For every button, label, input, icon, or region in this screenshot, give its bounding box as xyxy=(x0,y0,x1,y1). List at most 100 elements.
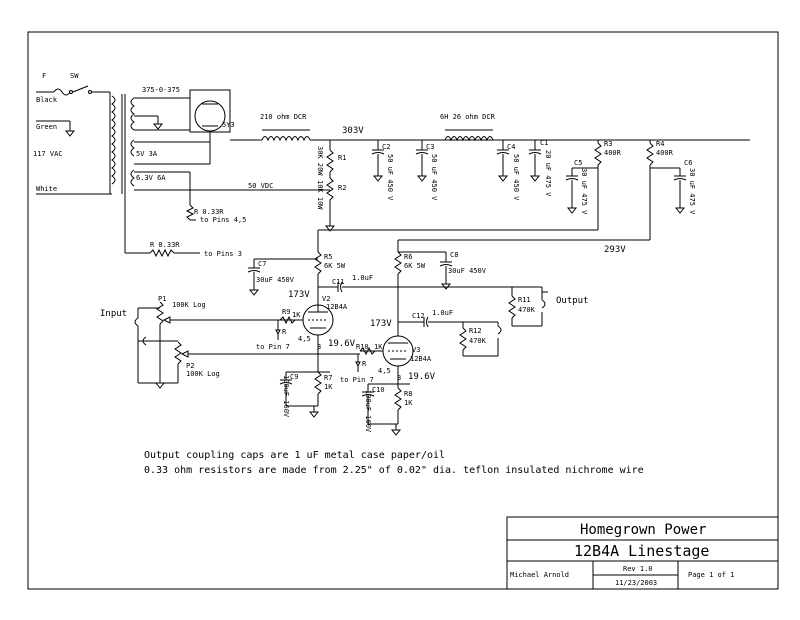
v3-type: 12B4A xyxy=(410,355,432,363)
choke-2 xyxy=(444,136,494,142)
p2-value: 100K Log xyxy=(186,370,220,378)
c3-value: 50 uF 450 V xyxy=(430,154,438,201)
heater-resistor-2 xyxy=(149,248,175,258)
v3-ref: V3 xyxy=(412,346,420,354)
title-name: 12B4A Linestage xyxy=(574,542,709,560)
resistor-r5 xyxy=(314,251,322,275)
resistor-r7 xyxy=(314,371,322,395)
resistor-r12 xyxy=(459,327,467,351)
output-label: Output xyxy=(556,296,589,306)
v2-glyph-r: R xyxy=(282,328,287,336)
power-transformer xyxy=(109,92,135,194)
v2-plate-voltage: 173V xyxy=(288,290,310,300)
resistor-r6 xyxy=(394,251,402,275)
heater-ref-voltage: 50 VDC xyxy=(248,182,273,190)
b-reg-voltage: 293V xyxy=(604,245,626,255)
heater-winding-label: 6.3V 6A xyxy=(136,174,166,182)
heater-res1-value: R 0.33R xyxy=(194,208,224,216)
note-nichrome: 0.33 ohm resistors are made from 2.25" o… xyxy=(144,465,644,476)
r9-value: 1K xyxy=(292,311,301,319)
c9-value: 100uF 160V xyxy=(282,375,290,418)
resistor-r4 xyxy=(646,142,654,166)
c4-value: 50 uF 450 V xyxy=(512,154,520,201)
pot-p2 xyxy=(174,341,182,365)
v3-glyph-r: R xyxy=(362,360,367,368)
cap-c8 xyxy=(439,252,453,290)
choke1-label: 210 ohm DCR xyxy=(260,113,307,121)
pot-p1 xyxy=(156,301,164,325)
output-jack xyxy=(541,287,548,326)
r8-value: 1K xyxy=(404,399,413,407)
rectifier-tube xyxy=(189,89,231,164)
rectifier-label: 5Y3 xyxy=(222,121,235,129)
r1-value: 30K 20W xyxy=(316,146,324,176)
r12-ref: R12 xyxy=(469,327,482,335)
cap-c12 xyxy=(423,316,429,328)
r10-ref: R10 xyxy=(356,343,369,351)
v2-type: 12B4A xyxy=(326,303,348,311)
tube-v3 xyxy=(382,335,414,367)
r6-ref: R6 xyxy=(404,253,412,261)
cap-c9 xyxy=(279,371,330,406)
choke-1 xyxy=(261,136,311,142)
c5-ref: C5 xyxy=(574,159,582,167)
resistor-r1 xyxy=(326,149,334,173)
resistor-r2 xyxy=(326,177,334,201)
c10-ref: C10 xyxy=(372,386,385,394)
c11-ref: C11 xyxy=(332,278,345,286)
c3-ref: C3 xyxy=(426,143,434,151)
cap-c6 xyxy=(673,168,687,214)
resistor-r3 xyxy=(594,142,602,166)
c7-value: 30uF 450V xyxy=(256,276,295,284)
cap-c2 xyxy=(371,140,385,182)
fuse-label: F xyxy=(42,72,46,80)
r4-value: 400R xyxy=(656,149,674,157)
r8-ref: R8 xyxy=(404,390,412,398)
title-rev: Rev 1.0 xyxy=(623,565,653,573)
r10-value: 1K xyxy=(374,343,383,351)
r5-ref: R5 xyxy=(324,253,332,261)
title-author: Michael Arnold xyxy=(510,571,569,579)
p1-ref: P1 xyxy=(158,295,166,303)
p2-ref: P2 xyxy=(186,362,194,370)
c1-ref: C1 xyxy=(540,139,548,147)
chassis-ground-mains xyxy=(36,120,76,137)
r9-ref: R9 xyxy=(282,308,290,316)
v2-ref: V2 xyxy=(322,295,330,303)
c11-value: 1.0uF xyxy=(352,274,373,282)
c2-value: 50 uF 450 V xyxy=(386,154,394,201)
resistor-r11 xyxy=(508,295,516,319)
r7-value: 1K xyxy=(324,383,333,391)
v3-to-pin7: to Pin 7 xyxy=(340,376,374,384)
resistor-r9 xyxy=(279,315,296,325)
r2-ref: R2 xyxy=(338,184,346,192)
r12-value: 470K xyxy=(469,337,487,345)
title-page: Page 1 of 1 xyxy=(688,571,734,579)
resistor-r8 xyxy=(394,387,402,411)
choke2-label: 6H 26 ohm DCR xyxy=(440,113,496,121)
cap-c10 xyxy=(361,383,410,424)
cap-c4 xyxy=(496,140,510,182)
input-label: Input xyxy=(100,309,127,319)
title-date: 11/23/2003 xyxy=(615,579,657,587)
title-company: Homegrown Power xyxy=(580,522,706,538)
c6-value: 30 uF 475 V xyxy=(688,168,696,215)
heater-resistor-1 xyxy=(185,204,195,221)
r5-value: 6K 5W xyxy=(324,262,346,270)
c1-value: 20 uF 475 V xyxy=(544,150,552,197)
note-coupling-caps: Output coupling caps are 1 uF metal case… xyxy=(144,450,445,461)
heater-res2-to: to Pins 3 xyxy=(204,250,242,258)
mains-switch xyxy=(72,85,110,94)
r3-ref: R3 xyxy=(604,140,612,148)
vac-label: 117 VAC xyxy=(33,150,63,158)
heater-res1-to: to Pins 4,5 xyxy=(200,216,246,224)
green-label: Green xyxy=(36,123,57,131)
c12-ref: C12 xyxy=(412,312,425,320)
cap-c11 xyxy=(337,281,343,293)
b-plus-voltage: 303V xyxy=(342,126,364,136)
r1-ref: R1 xyxy=(338,154,346,162)
cap-c3 xyxy=(415,140,429,182)
white-label: White xyxy=(36,185,57,193)
hv-winding-label: 375-0-375 xyxy=(142,86,180,94)
